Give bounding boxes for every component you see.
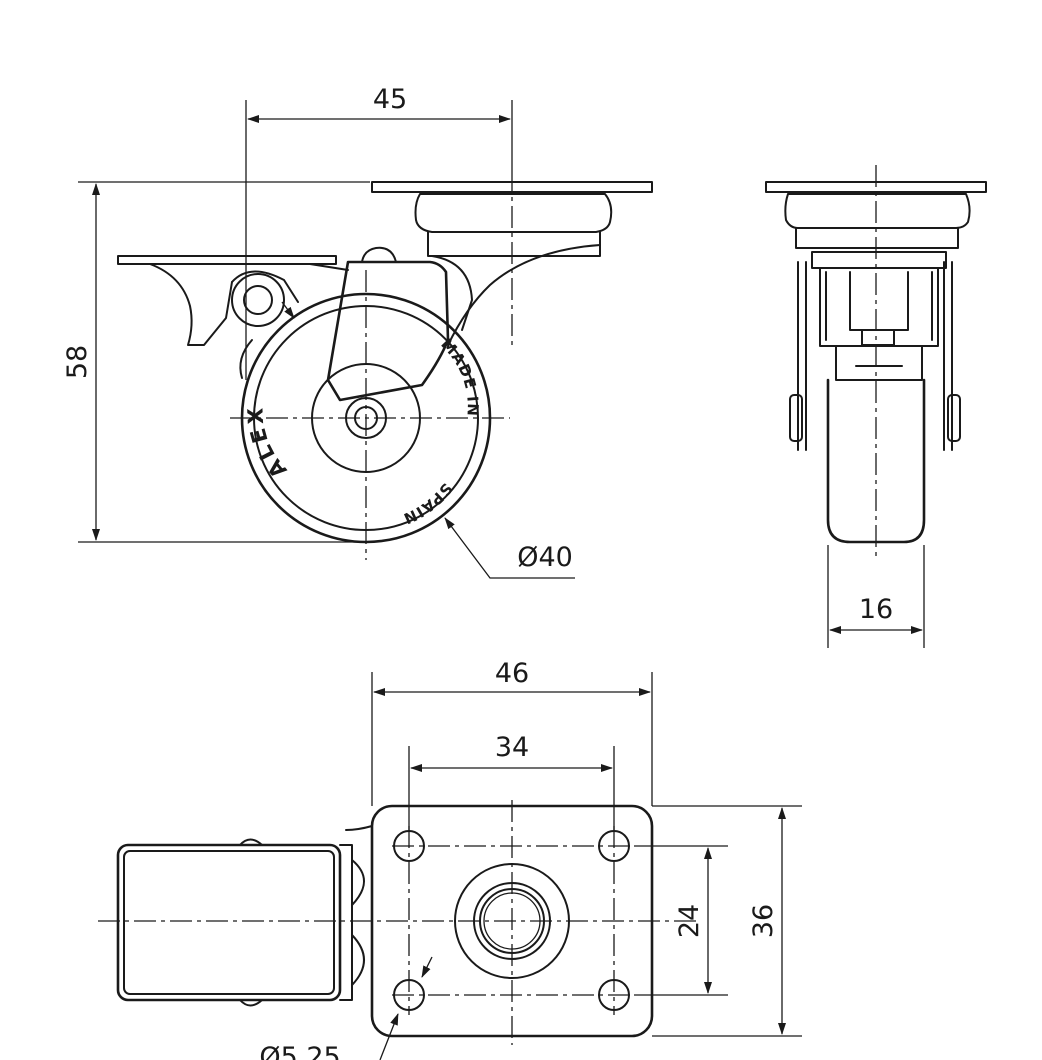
front-view [765, 165, 987, 560]
side-view-dimensions: 45 58 Ø40 [62, 84, 575, 579]
top-view-dimensions: 46 34 24 36 Ø5.25 [259, 658, 802, 1060]
dim-height: 58 [62, 345, 93, 379]
dim-plate-width: 46 [495, 658, 529, 689]
top-view [98, 800, 700, 1045]
dim-pivot-offset: 45 [373, 84, 407, 115]
dim-hole-spacing-x: 34 [495, 732, 529, 763]
side-view: ALEX MADE IN SPAIN [117, 170, 653, 560]
wheel-made-text: MADE IN [437, 335, 482, 417]
front-view-dimensions: 16 [827, 545, 925, 648]
dim-hole-spacing-y: 24 [674, 904, 705, 938]
dim-wheel-width: 16 [859, 594, 893, 625]
dim-hole-diameter: Ø5.25 [259, 1042, 340, 1060]
dim-plate-depth: 36 [748, 904, 779, 938]
wheel-brand-text: ALEX [243, 404, 291, 482]
dim-wheel-diameter: Ø40 [517, 542, 573, 573]
